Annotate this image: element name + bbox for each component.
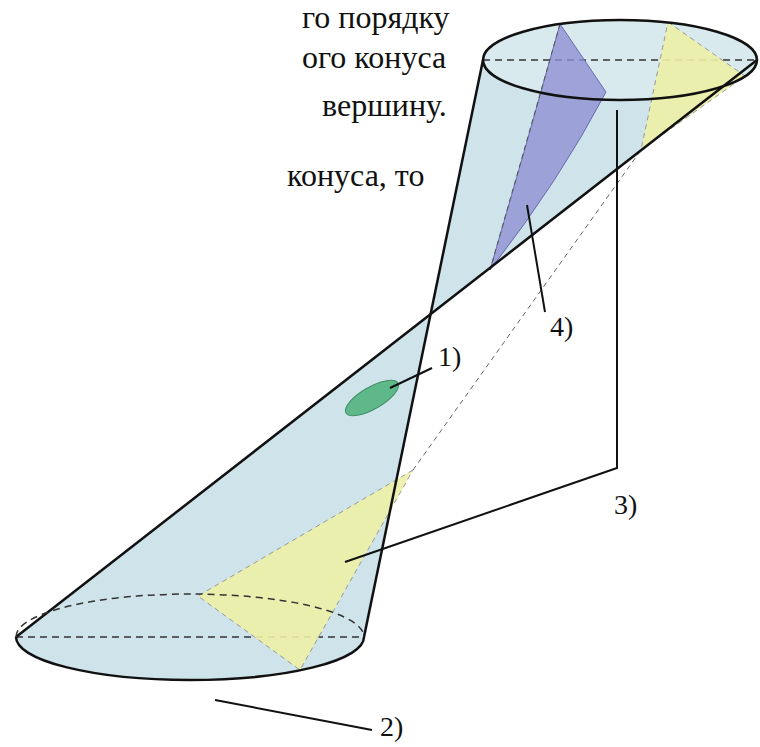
body-text: ого конуса [300,40,448,75]
section-dash [490,24,560,270]
leader-line [390,368,432,388]
body-text: конуса, то [285,158,426,193]
callout-number: 1) [436,342,463,373]
callout-number: 4) [548,312,575,343]
leader-line [215,700,372,730]
callout-number: 2) [378,712,405,743]
bottom-base-front [16,637,364,680]
body-text: вершину. [320,88,449,123]
generatrix [16,60,757,637]
top-base-outline [483,20,757,100]
lower-triangle-section [198,470,413,670]
leader-line [527,205,545,312]
generatrix [364,60,483,637]
callout-number: 3) [612,490,639,521]
ellipse-section [341,373,404,422]
upper-triangle-section [641,22,745,150]
upper-cone-fill [431,20,757,314]
axis-dash [413,150,641,470]
bottom-base-back [16,594,364,637]
parabola-section [490,24,606,270]
body-text: го порядку [300,0,452,35]
lower-cone-fill [16,314,431,680]
